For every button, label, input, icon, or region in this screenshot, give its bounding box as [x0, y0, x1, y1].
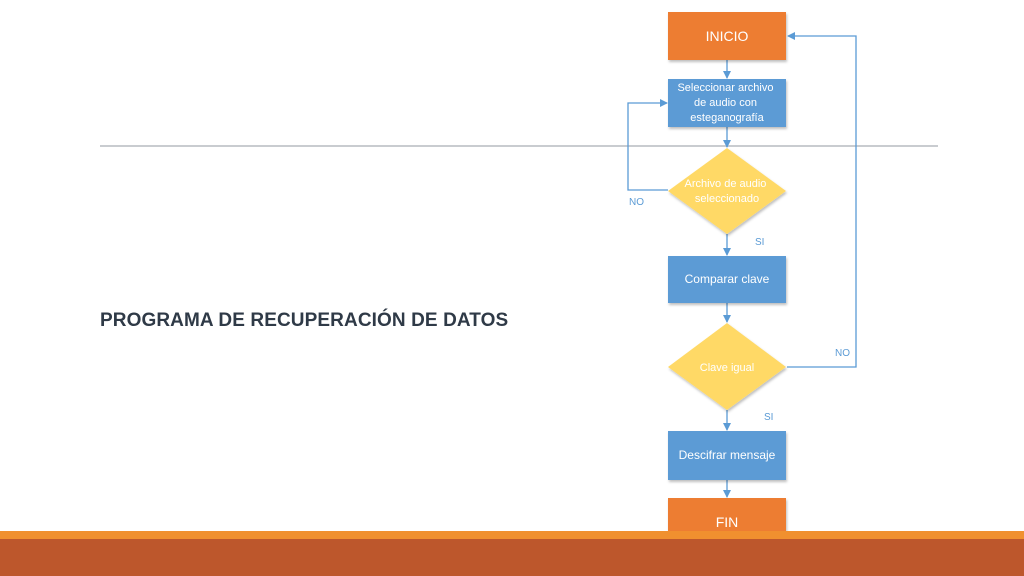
start-node-label: INICIO [706, 28, 749, 44]
label-no-key: NO [835, 348, 850, 359]
decision-file-line-1: Archivo de audio [684, 178, 766, 190]
select-file-line-2: de audio con [694, 97, 757, 109]
end-node-label: FIN [716, 514, 739, 530]
decision-file-label: Archivo de audio seleccionado [684, 178, 769, 205]
header-divider [100, 145, 938, 147]
label-yes-key: SI [764, 412, 773, 423]
select-file-node [668, 79, 786, 127]
compare-key-label: Comparar clave [685, 272, 770, 286]
select-file-label: Seleccionar archivo de audio con estegan… [677, 82, 776, 124]
decipher-node [668, 431, 786, 480]
start-node [668, 12, 786, 60]
select-file-line-1: Seleccionar archivo [677, 82, 773, 94]
footer-bar [0, 539, 1024, 576]
decision-file-selected [668, 148, 786, 234]
decision-key-equal [668, 323, 786, 410]
decipher-label: Descifrar mensaje [679, 448, 776, 462]
arrow-no-key-loop [787, 32, 857, 368]
decision-file-line-2: seleccionado [695, 193, 759, 205]
label-no-file: NO [629, 197, 644, 208]
slide-title: PROGRAMA DE RECUPERACIÓN DE DATOS [100, 310, 509, 331]
compare-key-node [668, 256, 786, 303]
select-file-line-3: esteganografía [690, 112, 764, 124]
label-yes-file: SI [755, 237, 764, 248]
decision-key-label: Clave igual [700, 362, 754, 374]
arrow-no-file-loop [627, 99, 668, 191]
footer-accent-stripe [0, 531, 1024, 539]
